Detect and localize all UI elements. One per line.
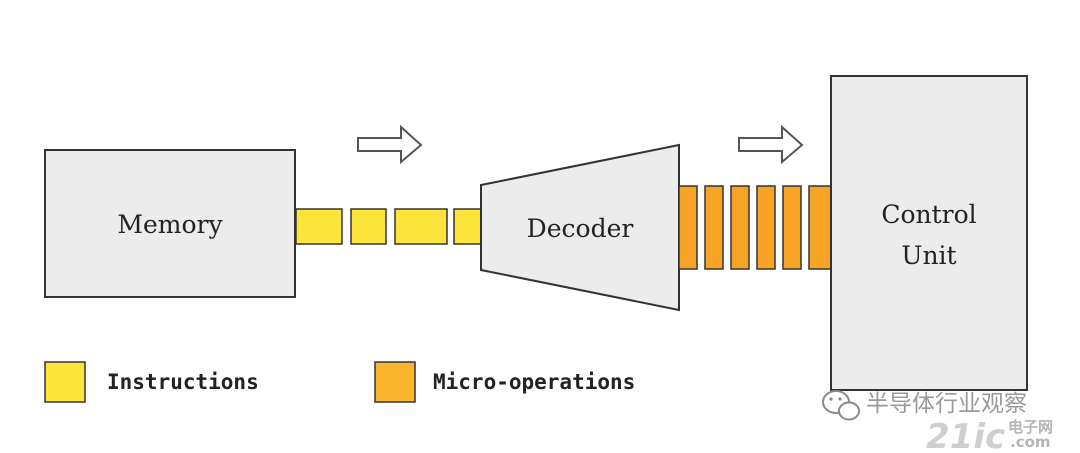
instruction-block xyxy=(394,208,448,245)
decoder-trapezoid xyxy=(480,143,680,312)
control-unit-box xyxy=(830,75,1028,391)
legend-label-instructions: Instructions xyxy=(107,370,259,394)
legend-label-micro-operations: Micro-operations xyxy=(433,370,635,394)
watermark-logo-text: 21ic xyxy=(926,417,1005,453)
micro-operation-block xyxy=(730,185,750,270)
instruction-stream xyxy=(295,208,483,245)
micro-operation-block xyxy=(782,185,802,270)
watermark-site-text-bottom: .com xyxy=(1010,433,1051,451)
watermark: 半导体行业观察 21ic 电子网 .com xyxy=(822,390,1053,453)
legend-swatch-instructions xyxy=(44,361,86,403)
memory-label: Memory xyxy=(117,210,223,239)
instruction-block xyxy=(453,208,483,245)
control-unit-label: Control xyxy=(881,200,976,229)
micro-operation-block xyxy=(704,185,724,270)
decoder-label: Decoder xyxy=(527,214,634,243)
micro-operation-block xyxy=(808,185,832,270)
watermark-site-text-top: 电子网 xyxy=(1008,418,1053,436)
micro-operation-stream xyxy=(678,185,832,270)
control-unit-label: Unit xyxy=(901,241,956,270)
legend-swatch-micro-operations xyxy=(374,361,416,403)
hollow-right-arrow-icon xyxy=(357,124,423,165)
micro-operation-block xyxy=(678,185,698,270)
legend: Instructions Micro-operations xyxy=(44,361,635,403)
micro-operation-block xyxy=(756,185,776,270)
wechat-icon xyxy=(822,390,860,421)
watermark-wechat-text: 半导体行业观察 xyxy=(866,391,1027,417)
instruction-block xyxy=(350,208,387,245)
instruction-block xyxy=(295,208,343,245)
hollow-right-arrow-icon xyxy=(738,124,804,165)
memory-box xyxy=(44,149,296,298)
